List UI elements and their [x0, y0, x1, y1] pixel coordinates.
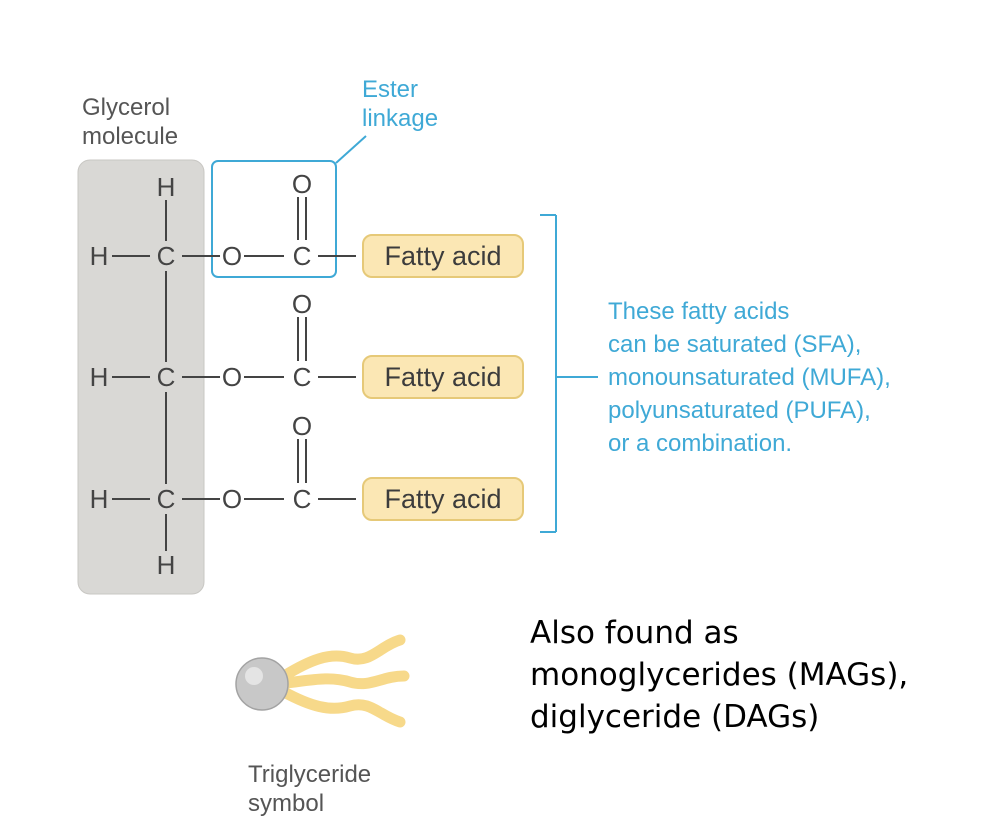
hydrogen-atom-row3: H — [89, 484, 109, 514]
fatty-acid-box-3: Fatty acid — [362, 477, 524, 521]
hydrogen-atom-bottom: H — [156, 550, 176, 580]
hydrogen-atom-top: H — [156, 172, 176, 202]
fatty-acid-box-2: Fatty acid — [362, 355, 524, 399]
carbonyl-oxygen-row2: O — [291, 289, 313, 319]
glycerol-label: Glycerol molecule — [82, 94, 179, 150]
hydrogen-atom-row2: H — [89, 362, 109, 392]
fatty-acid-bracket — [540, 214, 598, 533]
ester-linkage-label: Ester linkage — [362, 76, 439, 132]
also-found-text: Also found as monoglycerides (MAGs), dig… — [530, 615, 909, 735]
oxygen-atom-row3: O — [221, 484, 243, 514]
oxygen-atom-row1: O — [221, 241, 243, 271]
carbonyl-carbon-row1: C — [292, 241, 312, 271]
triglyceride-symbol-label: Triglyceride symbol — [248, 761, 372, 817]
carbon-atom-row3: C — [156, 484, 176, 514]
carbonyl-carbon-row3: C — [292, 484, 312, 514]
carbon-atom-row1: C — [156, 241, 176, 271]
carbonyl-oxygen-row1: O — [291, 169, 313, 199]
fatty-acid-box-1: Fatty acid — [362, 234, 524, 278]
carbon-atom-row2: C — [156, 362, 176, 392]
carbonyl-carbon-row2: C — [292, 362, 312, 392]
carbonyl-oxygen-row3: O — [291, 411, 313, 441]
ester-linkage-box — [211, 160, 337, 278]
bond-lines — [112, 197, 356, 551]
ester-pointer-line — [335, 135, 367, 164]
fatty-acid-types-note: These fatty acids can be saturated (SFA)… — [608, 298, 891, 457]
triglyceride-symbol — [235, 634, 410, 728]
hydrogen-atom-row1: H — [89, 241, 109, 271]
oxygen-atom-row2: O — [221, 362, 243, 392]
